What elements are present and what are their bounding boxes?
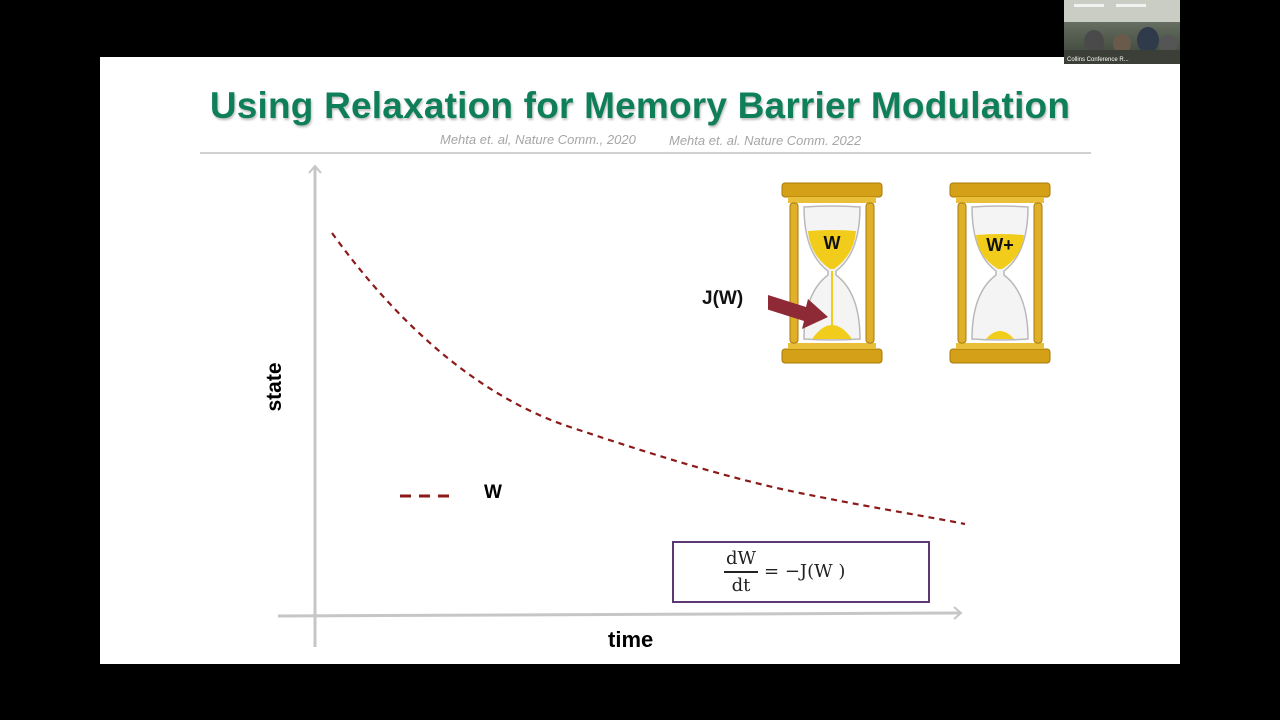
y-axis-label: state [263,362,286,412]
derivative-fraction: dW dt [724,548,759,596]
webcam-scene [1064,0,1180,64]
hourglass-illustration: W W+ [768,182,1051,364]
x-axis-label: time [608,627,654,652]
fraction-bar [724,571,759,573]
legend-label-w: W [484,482,502,503]
relaxation-plot [277,164,966,647]
x-axis [277,606,963,620]
citation-2020: Mehta et. al, Nature Comm., 2020 [440,132,636,147]
equation-denominator: dt [731,574,751,596]
rate-equation: dW dt = −J(W ) [724,548,845,596]
w-decay-curve [331,232,966,526]
hourglass-w-icon: W [781,182,883,364]
equation-box: dW dt = −J(W ) [672,541,930,603]
svg-text:W: W [824,233,841,253]
equation-rhs: = −J(W ) [764,561,846,583]
flux-arrow-icon [768,295,828,329]
citation-2022: Mehta et. al. Nature Comm. 2022 [669,133,862,148]
webcam-thumbnail[interactable]: Collins Conference R... [1064,0,1180,64]
webcam-caption: Collins Conference R... [1067,57,1129,63]
title-divider [200,152,1091,154]
slide-title: Using Relaxation for Memory Barrier Modu… [209,85,1071,126]
svg-text:W+: W+ [986,235,1014,255]
presentation-slide: Using Relaxation for Memory Barrier Modu… [100,57,1180,664]
hourglass-w-plus-icon: W+ [949,182,1051,364]
equation-numerator: dW [726,548,757,569]
flux-label: J(W) [702,288,744,309]
